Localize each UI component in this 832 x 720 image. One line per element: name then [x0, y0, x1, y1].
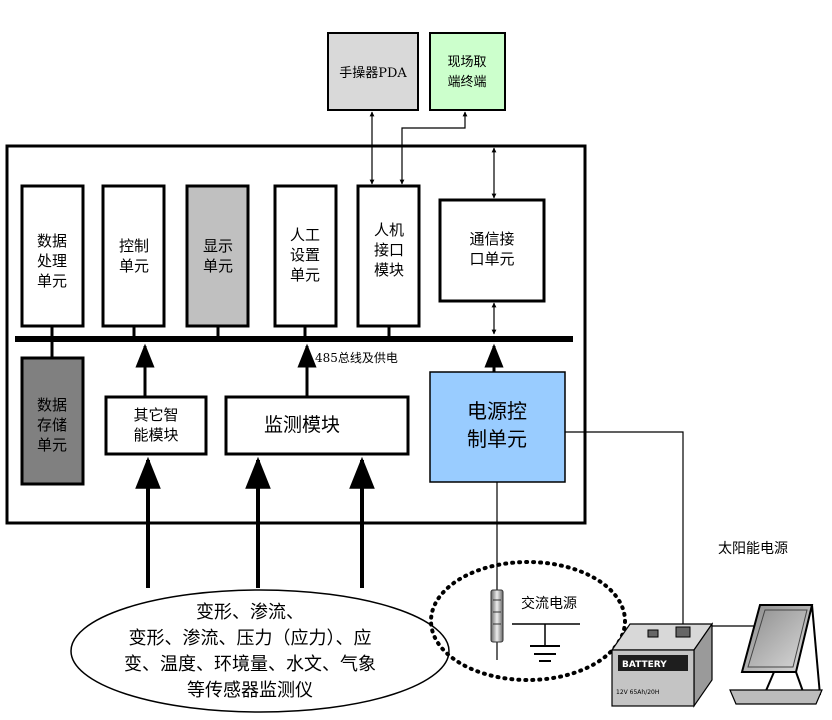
manual-setting-line-2: 设置 [290, 246, 320, 264]
data-storage-line-3: 单元 [37, 436, 67, 454]
display-unit: 显示 单元 [185, 184, 250, 328]
solar-wire [565, 431, 684, 630]
data-storage-line-1: 数据 [37, 396, 67, 414]
sensors-line-3: 变、温度、环境量、水文、气象 [124, 654, 376, 675]
hmi-line-2: 接口 [374, 241, 404, 259]
comm-interface-line-1: 通信接 [469, 230, 514, 248]
data-storage-line-2: 存储 [37, 416, 67, 434]
solar-panel-icon [729, 604, 823, 705]
control-unit: 控制 单元 [101, 184, 166, 328]
hmi-module: 人机 接口 模块 [356, 184, 421, 328]
sensors-line-1: 变形、渗流、 [196, 602, 304, 623]
ac-power-label: 交流电源 [521, 595, 577, 612]
pda-label: 手操器PDA [339, 65, 407, 81]
monitoring-label: 监测模块 [264, 414, 340, 436]
data-processing-line-3: 单元 [37, 272, 67, 290]
manual-setting-line-3: 单元 [290, 266, 320, 284]
ground-icon [512, 623, 580, 662]
power-control-line-1: 电源控 [467, 399, 527, 423]
manual-setting-unit: 人工 设置 单元 [273, 184, 338, 328]
battery-brand: BATTERY [622, 660, 667, 670]
bus-line [15, 336, 573, 342]
comm-interface-line-2: 口单元 [469, 250, 514, 268]
power-control-unit: 电源控 制单元 [429, 371, 566, 483]
battery-spec: 12V 65Ah/20H [616, 689, 659, 696]
display-line-2: 单元 [203, 257, 233, 275]
sensors-line-2: 变形、渗流、压力（应力）、应 [129, 628, 372, 649]
system-frame [5, 144, 587, 525]
data-processing-line-1: 数据 [37, 232, 67, 250]
field-terminal-line-1: 现场取 [447, 55, 486, 70]
pda-device: 手操器PDA [327, 32, 419, 111]
field-terminal-line-2: 端终端 [447, 74, 486, 90]
hmi-line-1: 人机 [374, 221, 404, 239]
solar-power-label: 太阳能电源 [718, 541, 788, 557]
control-line-2: 单元 [119, 257, 149, 275]
monitoring-module: 监测模块 [224, 395, 410, 456]
power-control-line-2: 制单元 [467, 427, 527, 451]
data-processing-line-2: 处理 [37, 252, 67, 270]
hmi-line-3: 模块 [374, 261, 404, 279]
control-line-1: 控制 [119, 237, 149, 255]
display-line-1: 显示 [203, 237, 233, 255]
other-smart-line-1: 其它智 [133, 406, 178, 424]
bus-label: 485总线及供电 [315, 351, 398, 365]
data-processing-unit: 数据 处理 单元 [20, 184, 85, 328]
comm-interface-unit: 通信接 口单元 [438, 198, 546, 303]
manual-setting-line-1: 人工 [290, 226, 320, 244]
field-terminal: 现场取 端终端 [429, 32, 506, 111]
sensors-group: 变形、渗流、 变形、渗流、压力（应力）、应 变、温度、环境量、水文、气象 等传感… [70, 589, 450, 713]
ac-power-boundary [429, 560, 627, 682]
plug-icon [490, 589, 504, 660]
other-smart-line-2: 能模块 [133, 426, 178, 444]
other-smart-module: 其它智 能模块 [104, 395, 208, 456]
data-storage-unit: 数据 存储 单元 [20, 356, 85, 486]
battery-icon: BATTERY 12V 65Ah/20H [610, 622, 714, 708]
sensors-line-4: 等传感器监测仪 [187, 680, 313, 701]
field-terminal-link-arrow [399, 111, 468, 185]
